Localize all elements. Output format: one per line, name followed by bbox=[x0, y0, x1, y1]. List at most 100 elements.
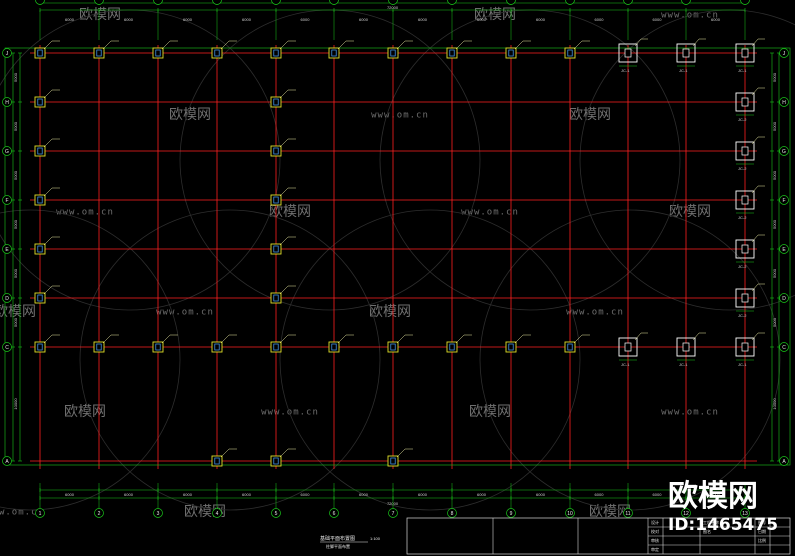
axis-bubble-left-text-D: D bbox=[5, 296, 9, 302]
footing-leader-10 bbox=[751, 283, 765, 292]
dim-side-text-right-6: 10000 bbox=[772, 398, 777, 410]
axis-bubble-bottom-4 bbox=[212, 508, 222, 518]
column-plate-17 bbox=[446, 341, 458, 353]
column-leader-3 bbox=[220, 40, 237, 50]
column-section-8 bbox=[508, 49, 514, 57]
column-section-1 bbox=[96, 49, 102, 57]
column-base-0 bbox=[34, 40, 60, 59]
axis-bubble-bottom-text-8: 8 bbox=[451, 511, 454, 517]
column-section-29 bbox=[273, 294, 279, 302]
column-leader-0 bbox=[43, 40, 60, 50]
footing-label-2: JC-1 bbox=[738, 68, 747, 73]
axis-bubble-right-E bbox=[779, 244, 789, 254]
column-leader-28 bbox=[43, 285, 60, 295]
column-base-15 bbox=[328, 334, 354, 353]
tb-cell-6: 图号 bbox=[758, 519, 766, 525]
column-plate-15 bbox=[328, 341, 340, 353]
dim-top-text-3: 6000 bbox=[242, 17, 252, 22]
column-section-11 bbox=[96, 343, 102, 351]
column-leader-29 bbox=[279, 285, 296, 295]
watermark-text-10: 欧模网 bbox=[0, 304, 36, 320]
footing-leader-8 bbox=[751, 185, 765, 194]
column-leader-2 bbox=[161, 40, 178, 50]
footing-pedestal-4 bbox=[682, 342, 690, 352]
column-base-14 bbox=[270, 334, 296, 353]
dim-side-text-left-4: 5000 bbox=[13, 268, 18, 278]
dim-top-text-8: 6000 bbox=[536, 17, 546, 22]
column-section-30 bbox=[214, 457, 220, 465]
column-bases bbox=[34, 40, 590, 467]
column-plate-18 bbox=[505, 341, 517, 353]
watermark-arc-4 bbox=[79, 209, 381, 511]
column-plate-16 bbox=[387, 341, 399, 353]
column-plate-31 bbox=[270, 455, 282, 467]
axis-bubble-bottom-text-1: 1 bbox=[39, 511, 42, 517]
watermark-brand-overlay: 欧模网 ID:1465475 bbox=[668, 479, 778, 535]
axis-bubble-top-10 bbox=[565, 0, 575, 5]
footing-pedestal-9 bbox=[741, 244, 749, 254]
dim-side-text-right-4: 5000 bbox=[772, 268, 777, 278]
axis-bubble-right-text-H: H bbox=[782, 100, 786, 106]
watermark-text-19: www.om.cn bbox=[0, 508, 44, 518]
column-section-9 bbox=[567, 49, 573, 57]
dim-top-text-4: 6000 bbox=[301, 17, 311, 22]
dim-top-overall: 72000 bbox=[387, 5, 399, 10]
plan-title: 基础平面布置图 bbox=[320, 535, 355, 542]
column-base-32 bbox=[387, 448, 413, 467]
column-leader-18 bbox=[514, 334, 531, 344]
axis-bubble-bottom-6 bbox=[329, 508, 339, 518]
axis-bubble-bottom-text-7: 7 bbox=[392, 511, 395, 517]
axis-bubble-left-F bbox=[2, 195, 12, 205]
watermark-arc-7 bbox=[0, 209, 181, 511]
column-section-18 bbox=[508, 343, 514, 351]
footing-label-7: JC-2 bbox=[738, 166, 747, 171]
footing-4: JC-1 bbox=[676, 332, 706, 367]
column-section-17 bbox=[449, 343, 455, 351]
dim-bottom-text-3: 6000 bbox=[242, 492, 252, 497]
column-base-20 bbox=[34, 89, 60, 108]
watermark-text-0: 欧模网 bbox=[79, 7, 121, 23]
axis-bubble-top-6 bbox=[329, 0, 339, 5]
dim-bottom-text-9: 6000 bbox=[595, 492, 605, 497]
column-plate-4 bbox=[270, 47, 282, 59]
column-base-31 bbox=[270, 448, 296, 467]
column-leader-8 bbox=[514, 40, 531, 50]
axis-bubble-left-text-A: A bbox=[5, 459, 9, 465]
footing-3: JC-1 bbox=[618, 332, 648, 367]
column-leader-6 bbox=[396, 40, 413, 50]
axis-bubble-bottom-1 bbox=[35, 508, 45, 518]
axis-bubble-top-8 bbox=[447, 0, 457, 5]
column-leader-22 bbox=[43, 138, 60, 148]
column-section-22 bbox=[37, 147, 43, 155]
column-section-24 bbox=[37, 196, 43, 204]
footing-leader-1 bbox=[692, 38, 706, 47]
axis-bubble-bottom-text-13: 13 bbox=[742, 511, 748, 517]
column-section-2 bbox=[155, 49, 161, 57]
column-plate-14 bbox=[270, 341, 282, 353]
axis-bubble-bottom-9 bbox=[506, 508, 516, 518]
axis-bubble-left-G bbox=[2, 146, 12, 156]
column-base-6 bbox=[387, 40, 413, 59]
column-plate-20 bbox=[34, 96, 46, 108]
footing-pedestal-2 bbox=[741, 48, 749, 58]
column-section-27 bbox=[273, 245, 279, 253]
dim-top-text-6: 6000 bbox=[418, 17, 428, 22]
column-leader-27 bbox=[279, 236, 296, 246]
column-plate-2 bbox=[152, 47, 164, 59]
column-section-21 bbox=[273, 98, 279, 106]
column-plate-32 bbox=[387, 455, 399, 467]
axis-bubble-bottom-5 bbox=[271, 508, 281, 518]
column-section-10 bbox=[37, 343, 43, 351]
dim-side-text-right-3: 5000 bbox=[772, 219, 777, 229]
column-base-21 bbox=[270, 89, 296, 108]
axis-bubble-bottom-10 bbox=[565, 508, 575, 518]
axis-bubble-bottom-12 bbox=[681, 508, 691, 518]
column-base-4 bbox=[270, 40, 296, 59]
column-section-25 bbox=[273, 196, 279, 204]
dim-side-text-left-1: 5000 bbox=[13, 121, 18, 131]
column-section-23 bbox=[273, 147, 279, 155]
footing-pedestal-6 bbox=[741, 97, 749, 107]
footing-leader-7 bbox=[751, 136, 765, 145]
column-section-31 bbox=[273, 457, 279, 465]
